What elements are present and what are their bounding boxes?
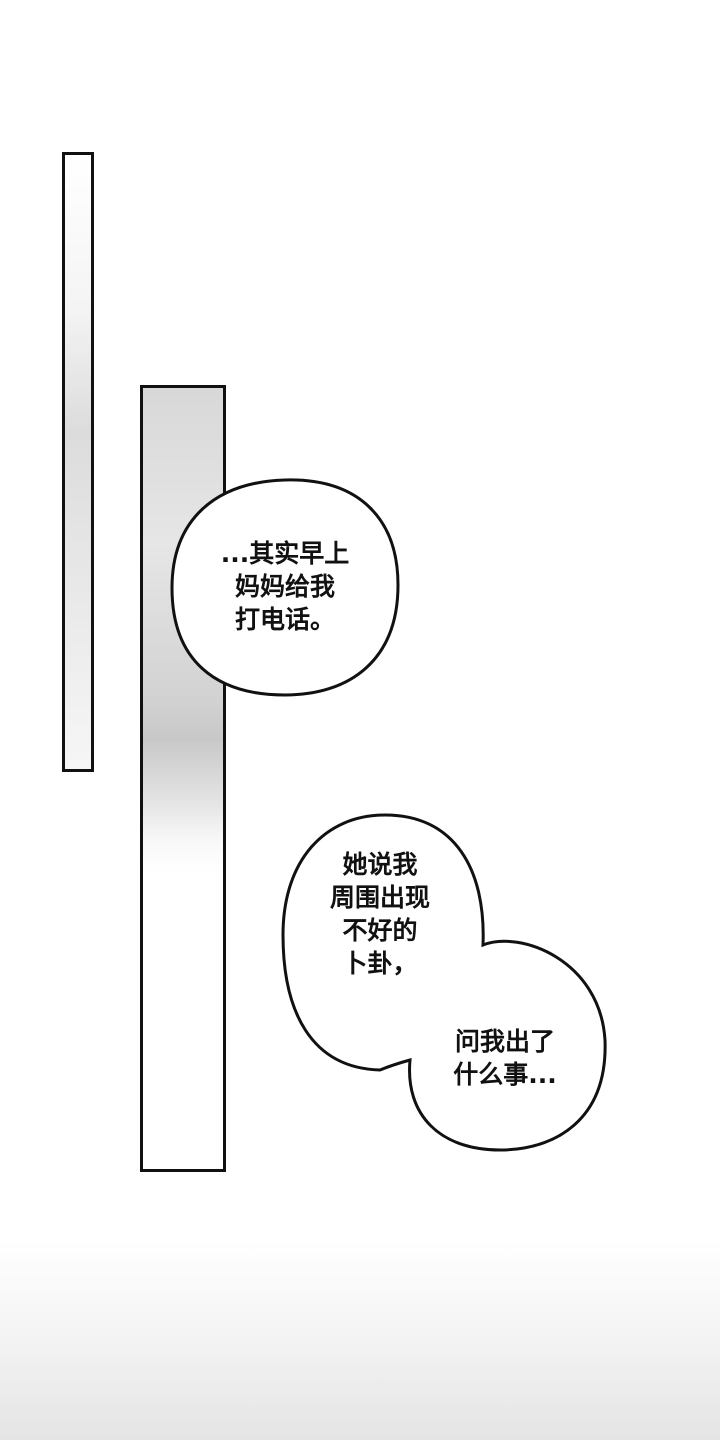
bubble-1-text: ...其实早上 妈妈给我 打电话。	[220, 539, 350, 634]
bubble-2-text: 她说我 周围出现 不好的 卜卦，	[329, 850, 430, 978]
narrow-panel-left	[62, 152, 94, 772]
bubble-3-text: 问我出了 什么事...	[453, 1027, 557, 1089]
bottom-background-tone	[0, 1240, 720, 1440]
speech-bubble-1	[170, 478, 400, 697]
speech-bubble-2	[281, 813, 607, 1152]
